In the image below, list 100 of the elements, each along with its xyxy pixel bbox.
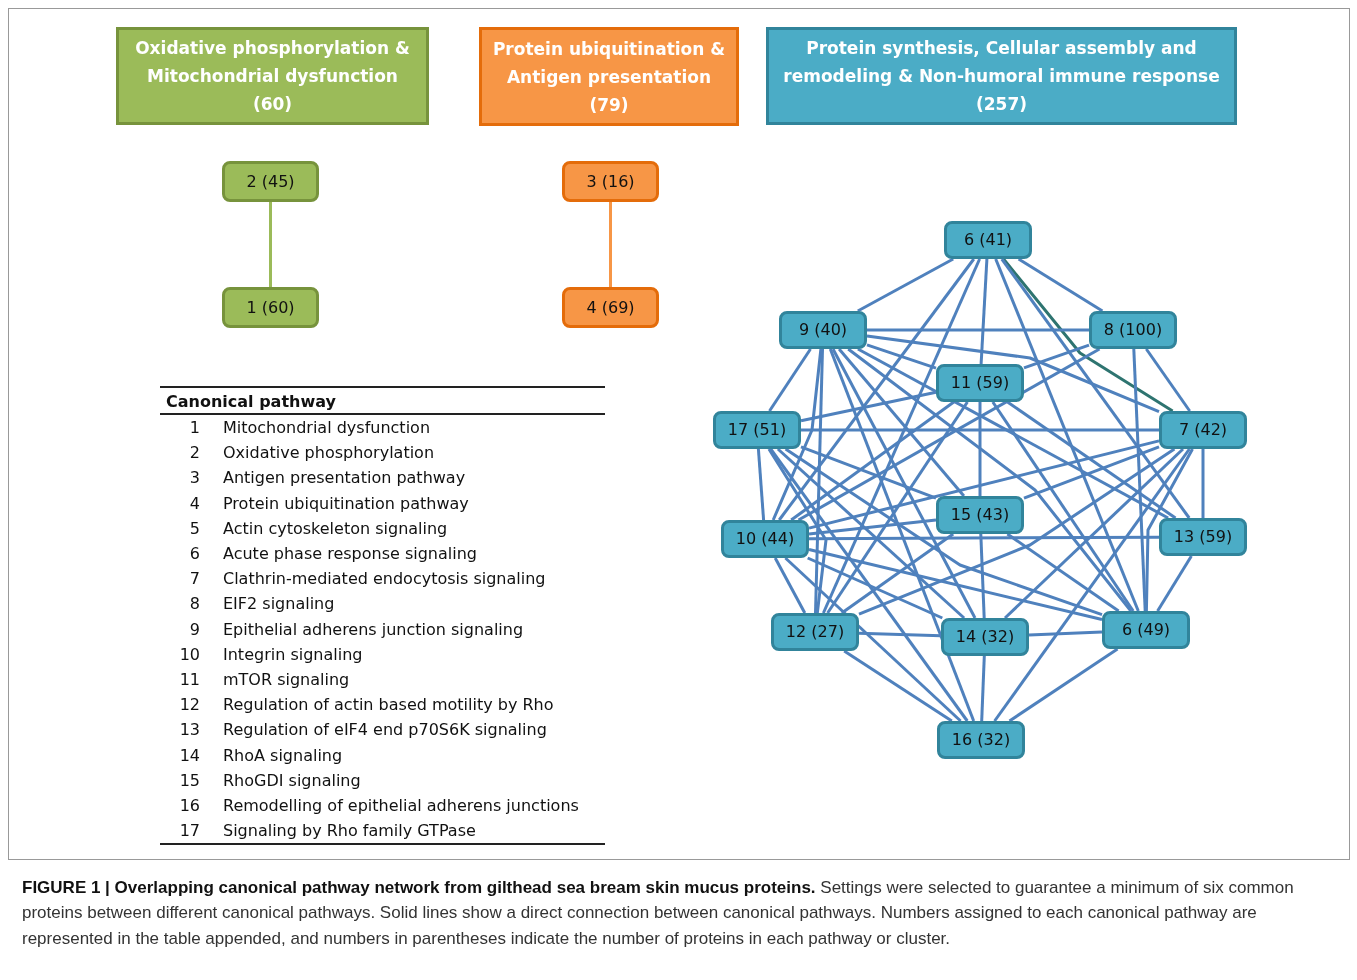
- pathway-node: 1 (60): [222, 287, 319, 328]
- pathway-node: 14 (32): [941, 618, 1029, 656]
- connector-line: [858, 447, 1176, 616]
- pathway-number: 17: [178, 820, 200, 843]
- pathway-node: 15 (43): [936, 496, 1024, 534]
- pathway-node: 7 (42): [1159, 411, 1247, 449]
- pathway-name: RhoA signaling: [223, 744, 343, 767]
- connector-line: [994, 258, 1140, 612]
- connector-line: [801, 428, 1159, 432]
- connector-line: [1156, 555, 1193, 612]
- pathway-number: 5: [188, 517, 200, 540]
- connector-line: [991, 401, 1135, 612]
- connector-line: [840, 532, 955, 615]
- connector-line: [800, 445, 937, 500]
- connector-line: [847, 347, 1133, 612]
- pathway-node: 17 (51): [713, 411, 801, 449]
- connector-line: [979, 533, 986, 619]
- pathway-name: mTOR signaling: [223, 669, 350, 692]
- connector-line: [784, 556, 962, 723]
- connector-line: [1023, 343, 1090, 370]
- connector-line: [768, 348, 812, 412]
- pathway-node: 16 (32): [937, 721, 1025, 759]
- connector-line: [1145, 348, 1191, 412]
- connector-line: [771, 348, 823, 521]
- connector-line: [756, 448, 766, 521]
- pathway-node: 4 (69): [562, 287, 659, 328]
- connector-line: [776, 447, 966, 620]
- pathway-name: Mitochondrial dysfunction: [223, 417, 430, 439]
- pathway-name: Remodelling of epithelial adherens junctions: [223, 795, 579, 818]
- connector-line: [790, 400, 955, 522]
- pathway-name: Actin cytoskeleton signaling: [223, 517, 448, 540]
- pathway-name: Integrin signaling: [223, 643, 363, 666]
- connector-line: [808, 518, 937, 536]
- connector-line: [797, 347, 1101, 522]
- connector-line: [1002, 258, 1174, 413]
- pathway-number: 4: [188, 492, 200, 515]
- pathway-node: 10 (44): [721, 520, 809, 558]
- connector-line: [1000, 258, 1191, 519]
- pathway-number: 6: [188, 543, 200, 565]
- connector-line: [769, 448, 969, 722]
- connector-line: [269, 202, 272, 287]
- connector-line: [828, 348, 976, 722]
- connector-line: [807, 556, 943, 620]
- pathway-number: 14: [178, 744, 200, 767]
- pathway-node: 12 (27): [771, 613, 859, 651]
- pathway-number: 2: [188, 442, 200, 465]
- connector-line: [767, 448, 828, 614]
- connector-line: [867, 328, 1089, 332]
- connector-line: [831, 348, 977, 619]
- connector-line: [1003, 447, 1185, 620]
- pathway-node: 3 (16): [562, 161, 659, 202]
- pathway-node: 13 (59): [1159, 518, 1247, 556]
- connector-line: [857, 347, 1169, 520]
- pathway-name: Regulation of actin based motility by Rho: [223, 694, 554, 717]
- pathway-number: 9: [188, 618, 200, 641]
- pathway-number: 11: [178, 669, 200, 692]
- pathway-name: Acute phase response signaling: [223, 543, 477, 565]
- connector-line: [843, 649, 953, 723]
- cluster-header-box: Oxidative phosphorylation & Mitochondrial dysfunction (60): [116, 27, 429, 125]
- pathway-number: 1: [188, 417, 200, 439]
- connector-line: [784, 447, 1103, 616]
- table-header: Canonical pathway: [160, 388, 605, 415]
- pathway-number: 16: [178, 795, 200, 818]
- connector-line: [1008, 647, 1119, 723]
- connector-line: [809, 535, 1159, 541]
- pathway-node: 11 (59): [936, 364, 1024, 402]
- pathway-node: 6 (41): [944, 221, 1032, 259]
- connector-line: [866, 343, 937, 370]
- cluster-header-box: Protein synthesis, Cellular assembly and remodeling & Non-humoral immune response (257): [766, 27, 1237, 125]
- pathway-node: 6 (49): [1102, 611, 1190, 649]
- connector-line: [837, 348, 966, 497]
- pathway-node: 2 (45): [222, 161, 319, 202]
- pathway-name: Epithelial adherens junction signaling: [223, 618, 524, 641]
- connector-line: [993, 448, 1191, 722]
- pathway-name: EIF2 signaling: [223, 593, 335, 616]
- connector-line: [800, 390, 937, 423]
- figure-caption: FIGURE 1 | Overlapping canonical pathway network from gilthead sea bream skin mucus proteins. Settings were selected to guarantee a minimum of six common proteins between different canonical pathways. Solid lines show a direct connection between canonical pathways. Numbers assigned to each canonical pathway are represented in the table appended, and numbers in parentheses indicate the number of proteins in each pathway or cluster.: [22, 877, 1295, 950]
- connector-line: [857, 257, 954, 313]
- cluster-header-box: Protein ubiquitination & Antigen presentation (79): [479, 27, 739, 126]
- pathway-number: 7: [188, 568, 200, 591]
- pathway-name: Protein ubiquitination pathway: [223, 492, 469, 515]
- connector-line: [808, 548, 1103, 621]
- pathway-name: RhoGDI signaling: [223, 769, 361, 792]
- connector-line: [1017, 257, 1104, 313]
- connector-line: [773, 557, 807, 614]
- connector-line: [866, 334, 1160, 414]
- connector-line: [858, 631, 942, 638]
- pathway-number: 12: [178, 694, 200, 717]
- connector-line: [778, 258, 975, 521]
- connector-line: [1132, 348, 1147, 612]
- connector-line: [814, 348, 824, 614]
- pathway-name: Regulation of eIF4 end p70S6K signaling: [223, 719, 547, 742]
- pathway-name: Signaling by Rho family GTPase: [223, 820, 476, 843]
- pathway-node: 8 (100): [1089, 311, 1177, 349]
- connector-line: [1006, 400, 1177, 520]
- connector-line: [1006, 532, 1120, 613]
- connector-line: [1023, 445, 1160, 500]
- pathway-name: Oxidative phosphorylation: [223, 442, 435, 465]
- connector-line: [1144, 448, 1194, 612]
- pathway-name: Antigen presentation pathway: [223, 467, 466, 490]
